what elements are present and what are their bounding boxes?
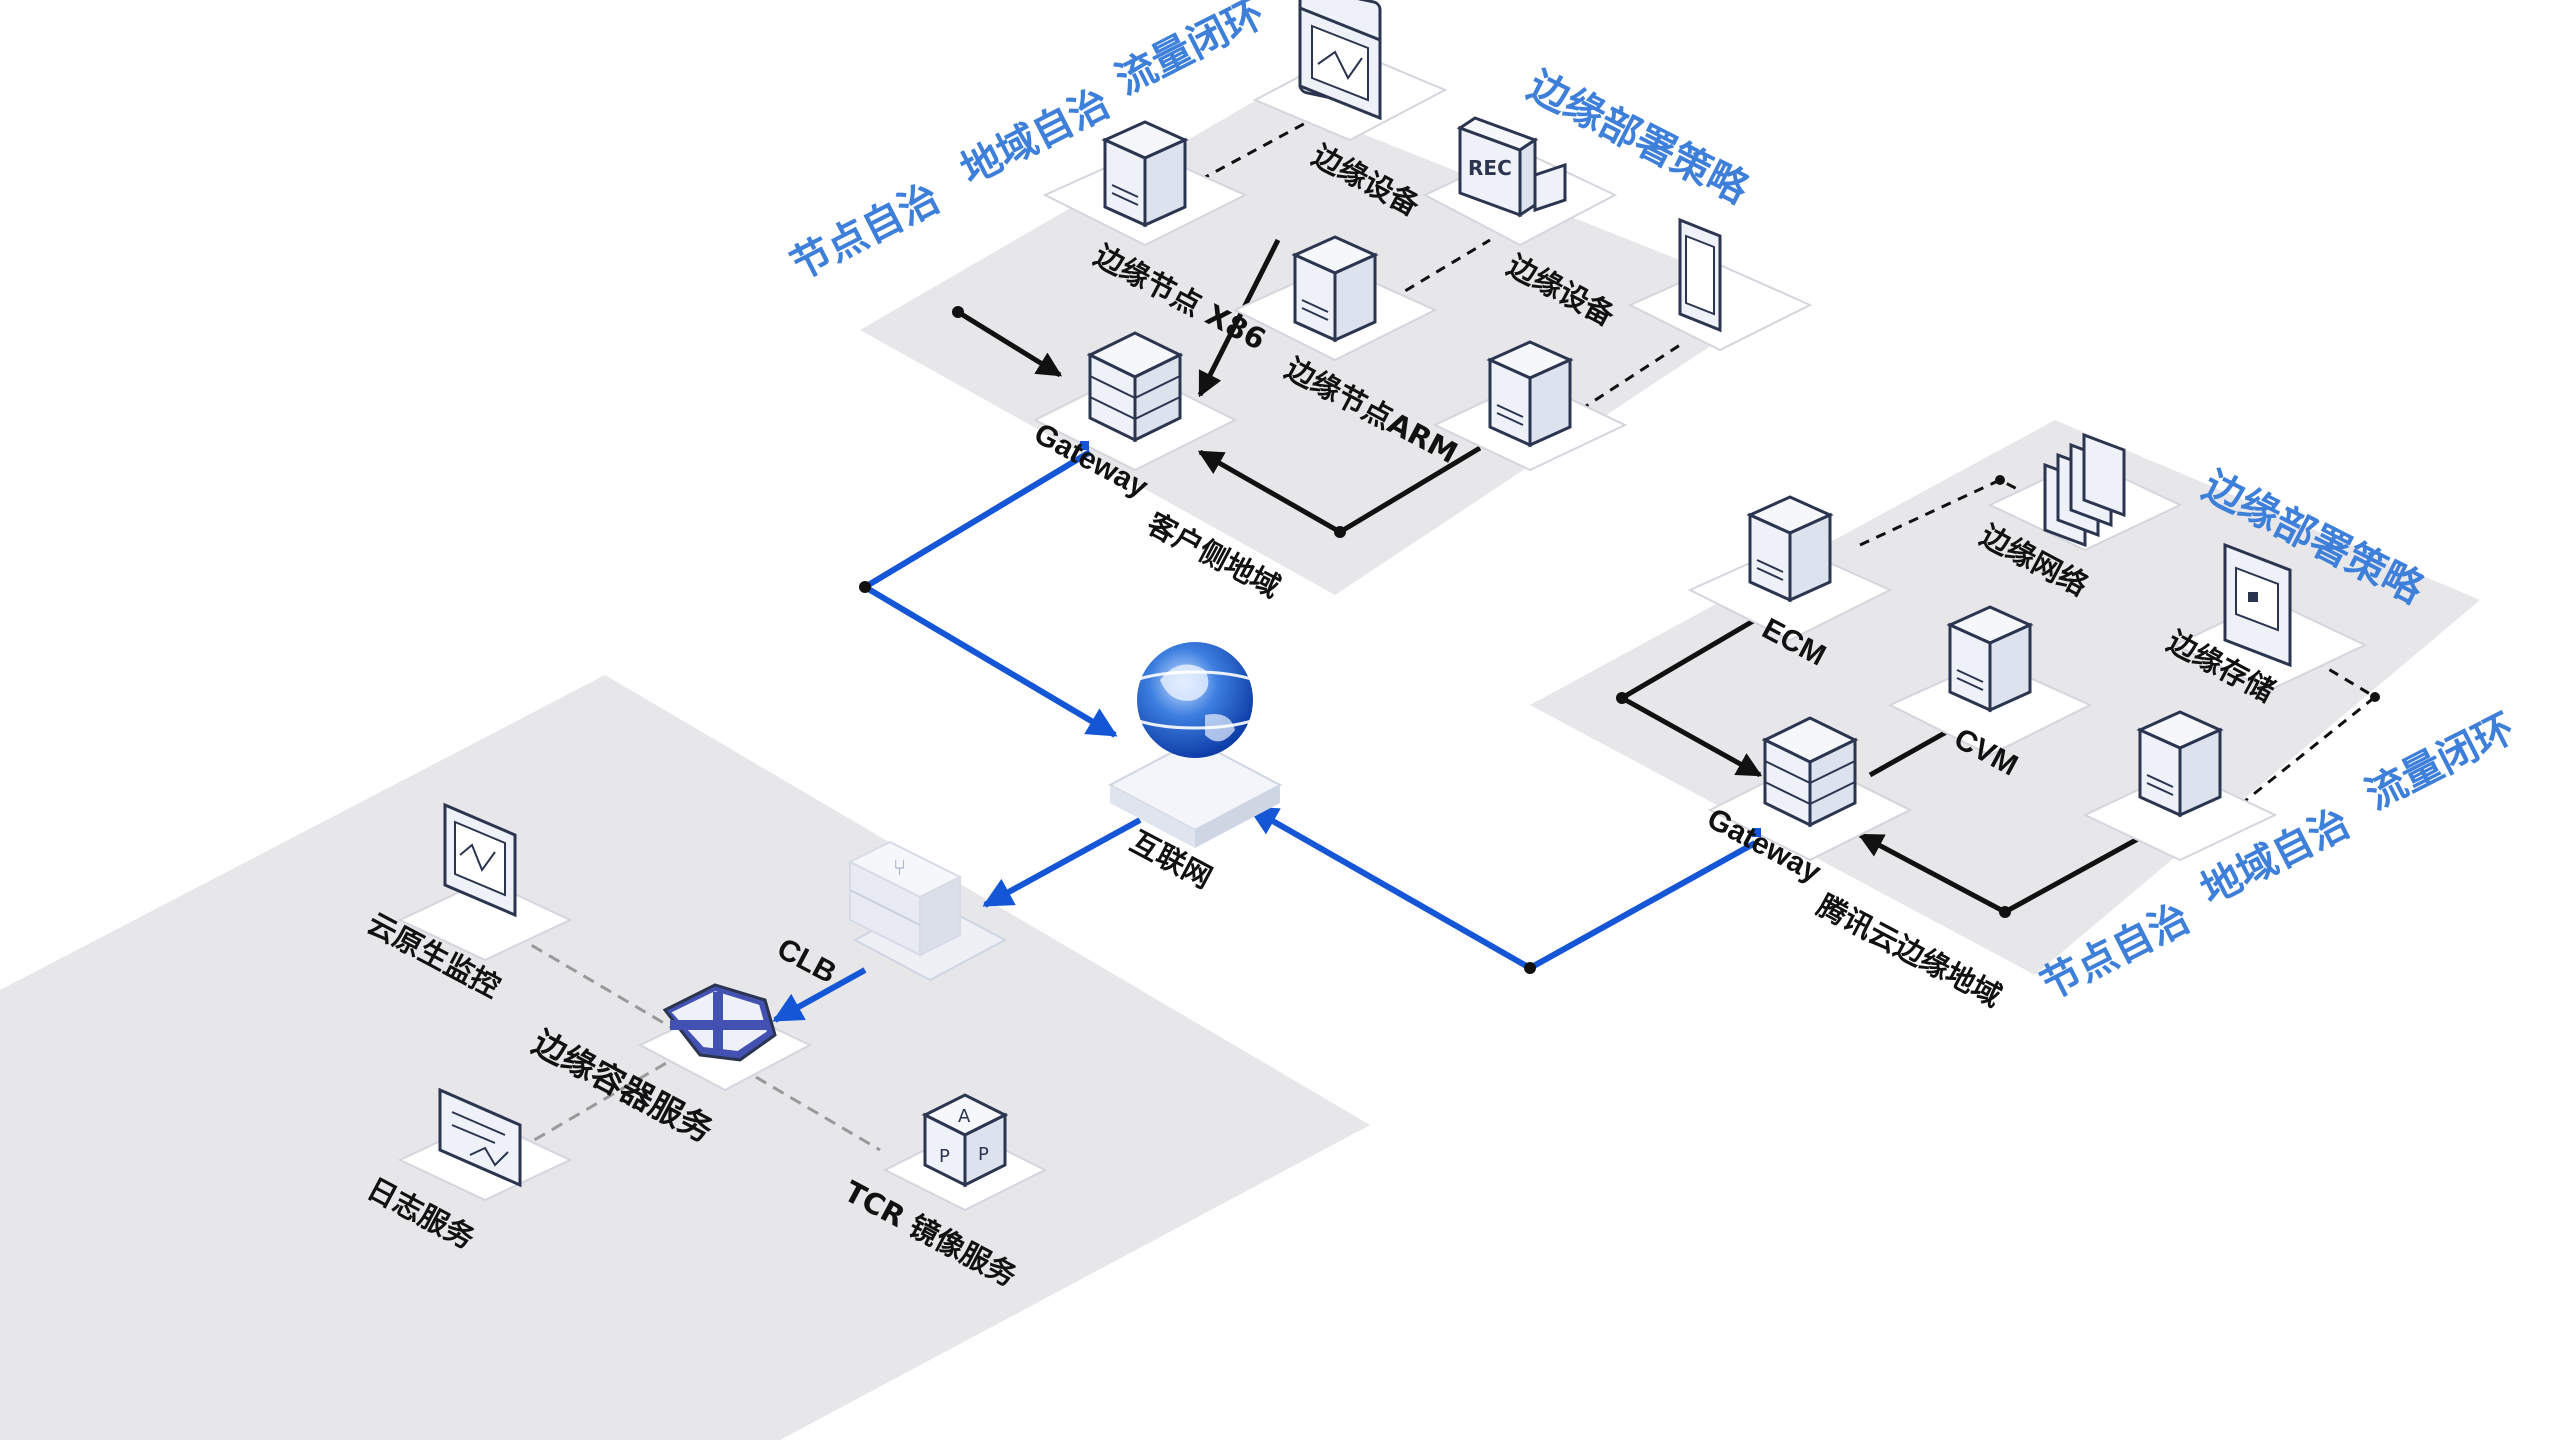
- rec-text: REC: [1468, 156, 1512, 180]
- edge-device-phone[interactable]: [1627, 217, 1813, 352]
- gateway-customer[interactable]: [1032, 331, 1238, 472]
- log-icon: [438, 1087, 522, 1188]
- ecm-node[interactable]: [1687, 495, 1893, 642]
- server-icon: [1291, 235, 1379, 343]
- internet-node[interactable]: [1107, 642, 1283, 848]
- edge-node-arm[interactable]: [1432, 340, 1628, 472]
- camera-icon: REC: [1456, 116, 1567, 218]
- svg-text:P: P: [978, 1144, 989, 1165]
- monitor-icon: [1298, 5, 1382, 121]
- storage-icon: [2223, 542, 2292, 668]
- server-icon: [1946, 605, 2034, 713]
- app-cube-icon: A P P: [921, 1093, 1009, 1188]
- cvm-node[interactable]: [1887, 605, 2093, 757]
- server-icon: [2136, 710, 2224, 818]
- link-tencent-to-internet: [1247, 805, 1757, 972]
- link-clb-to-container-service: [772, 967, 867, 1023]
- customer-region-links: [952, 78, 1681, 538]
- edge-device-camera[interactable]: REC: [1422, 116, 1618, 247]
- svg-text:A: A: [958, 1106, 971, 1127]
- monitor-icon: [443, 802, 517, 918]
- badge-traffic-closed-loop: 流量闭环: [1109, 0, 1272, 104]
- edge-node-x86[interactable]: [1042, 120, 1248, 247]
- cloud-monitor-device[interactable]: [397, 802, 573, 962]
- clb-node[interactable]: ⑂: [847, 840, 1008, 982]
- load-balancer-icon: ⑂: [847, 840, 963, 957]
- gateway-rack-icon: [1086, 331, 1184, 443]
- link-internet-to-clb: [982, 817, 1142, 908]
- phone-icon: [1678, 217, 1722, 333]
- edge-device-monitor[interactable]: [1252, 0, 1448, 142]
- badge-traffic-closed-loop-2: 流量闭环: [2359, 705, 2522, 819]
- container-service-icon: [662, 983, 777, 1062]
- server-icon: [1101, 120, 1189, 228]
- edge-storage-device[interactable]: [2172, 542, 2368, 692]
- server-icon: [1746, 495, 1834, 603]
- tencent-region-links: [1616, 475, 2380, 918]
- edge-container-service-node[interactable]: [637, 983, 813, 1092]
- edge-node-tencent[interactable]: [2082, 710, 2278, 862]
- gateway-rack-icon: [1761, 716, 1859, 828]
- gateway-tencent[interactable]: [1707, 716, 1913, 862]
- edge-network-device[interactable]: [1987, 432, 2183, 552]
- svg-text:P: P: [939, 1146, 950, 1167]
- svg-text:⑂: ⑂: [893, 856, 906, 881]
- tcr-device[interactable]: A P P: [882, 1093, 1048, 1212]
- network-blade-icon: [2043, 432, 2126, 548]
- link-customer-to-internet: [859, 449, 1118, 738]
- edge-node-middle[interactable]: [1232, 235, 1438, 362]
- network-links: [772, 449, 1757, 1023]
- badge-node-autonomy: 节点自治: [784, 175, 947, 289]
- server-icon: [1486, 340, 1574, 448]
- log-service-device[interactable]: [397, 1087, 573, 1202]
- globe-icon: [1108, 642, 1282, 758]
